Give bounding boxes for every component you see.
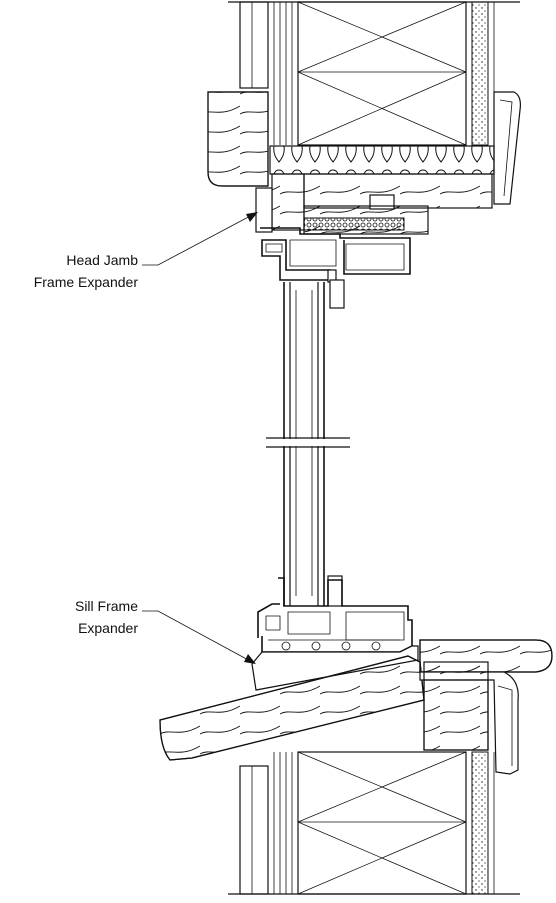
head-exterior-trim bbox=[207, 91, 269, 187]
head-frame-profile bbox=[260, 227, 411, 309]
head-jamb-block bbox=[255, 187, 429, 235]
sill-label-line2: Expander bbox=[78, 620, 138, 636]
bottom-wall bbox=[228, 751, 520, 895]
top-wall bbox=[228, 1, 520, 146]
sill-rough-opening bbox=[423, 661, 489, 751]
sill-leader bbox=[142, 610, 253, 663]
head-jamb-label-line2: Frame Expander bbox=[34, 274, 139, 290]
head-jamb-label-line1: Head Jamb bbox=[66, 252, 138, 268]
sill-callout: Sill Frame Expander bbox=[75, 598, 256, 664]
head-jamb-arrowhead bbox=[246, 212, 258, 222]
sill-label-line1: Sill Frame bbox=[75, 598, 138, 614]
sill-frame-profile bbox=[257, 575, 413, 653]
head-jamb-leader bbox=[142, 213, 255, 266]
glazing-unit bbox=[266, 282, 350, 606]
head-interior-casing bbox=[493, 91, 521, 205]
head-insulation bbox=[269, 145, 495, 175]
head-jamb-callout: Head Jamb Frame Expander bbox=[34, 212, 258, 290]
sill-subsill bbox=[159, 645, 425, 761]
sill-arrowhead bbox=[244, 654, 256, 664]
